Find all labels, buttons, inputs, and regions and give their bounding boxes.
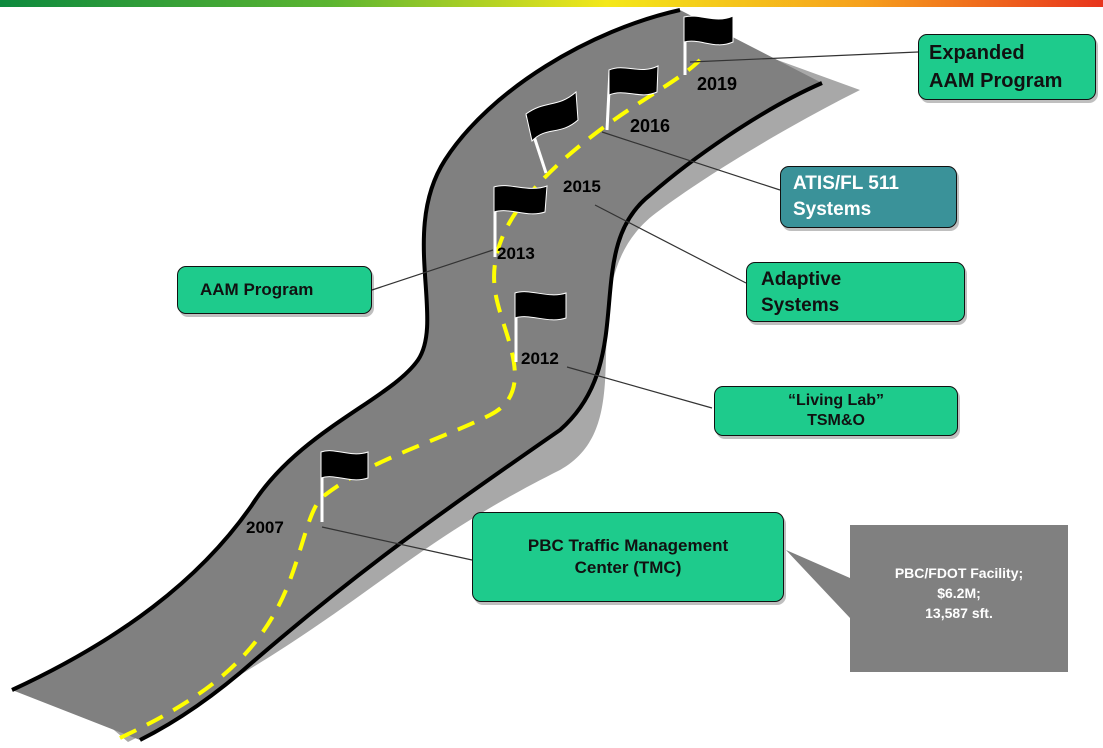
road-center-line	[119, 58, 702, 740]
label-living-lab-line1: “Living Lab”	[788, 392, 884, 409]
facility-callout-shape	[786, 525, 1068, 672]
label-box-atis: ATIS/FL 511 Systems	[780, 166, 957, 228]
facility-line2: $6.2M;	[937, 585, 981, 601]
flag-2013-icon	[493, 185, 548, 257]
facility-callout: PBC/FDOT Facility; $6.2M; 13,587 sft.	[850, 563, 1068, 623]
facility-line1: PBC/FDOT Facility;	[894, 565, 1024, 581]
label-adaptive-line1: Adaptive	[761, 269, 842, 290]
label-tmc-line2: Center (TMC)	[574, 558, 682, 577]
year-2007: 2007	[246, 518, 284, 537]
leader-2012	[566, 366, 713, 409]
flag-2007-icon	[320, 450, 369, 522]
road-right-edge	[139, 81, 823, 742]
label-atis-line2: Systems	[793, 199, 872, 220]
label-box-adaptive: Adaptive Systems	[746, 262, 965, 322]
label-expanded-line1: Expanded	[929, 42, 1025, 64]
leader-2007	[321, 526, 473, 561]
label-box-living-lab: “Living Lab” TSM&O	[714, 386, 958, 436]
label-aam-line1: AAM Program	[200, 280, 314, 299]
road-left-edge	[11, 8, 681, 692]
label-adaptive-line2: Systems	[761, 295, 840, 316]
year-2015: 2015	[563, 177, 601, 196]
year-2012: 2012	[521, 349, 559, 368]
label-box-expanded-aam: Expanded AAM Program	[918, 34, 1096, 100]
flag-2019-icon	[683, 15, 734, 75]
road-surface	[12, 10, 822, 740]
year-2019: 2019	[697, 74, 738, 94]
flag-2012-icon	[514, 291, 567, 362]
leader-2013	[371, 249, 494, 291]
label-atis-line1: ATIS/FL 511	[793, 173, 899, 194]
leader-2019	[689, 51, 919, 63]
leader-2016	[601, 131, 781, 191]
label-living-lab-line2: TSM&O	[807, 412, 865, 429]
label-tmc-line1: PBC Traffic Management	[527, 536, 729, 555]
flag-2015-icon	[525, 90, 579, 174]
label-box-aam-program: AAM Program	[177, 266, 372, 314]
leader-2015	[594, 204, 747, 284]
label-expanded-line2: AAM Program	[929, 70, 1063, 92]
leader-lines	[321, 51, 919, 561]
year-2013: 2013	[497, 244, 535, 263]
header-gradient-bar	[0, 0, 1103, 7]
flag-2016-icon	[605, 65, 659, 131]
facility-line3: 13,587 sft.	[925, 605, 993, 621]
year-2016: 2016	[630, 116, 671, 136]
label-box-tmc: PBC Traffic Management Center (TMC)	[472, 512, 784, 602]
